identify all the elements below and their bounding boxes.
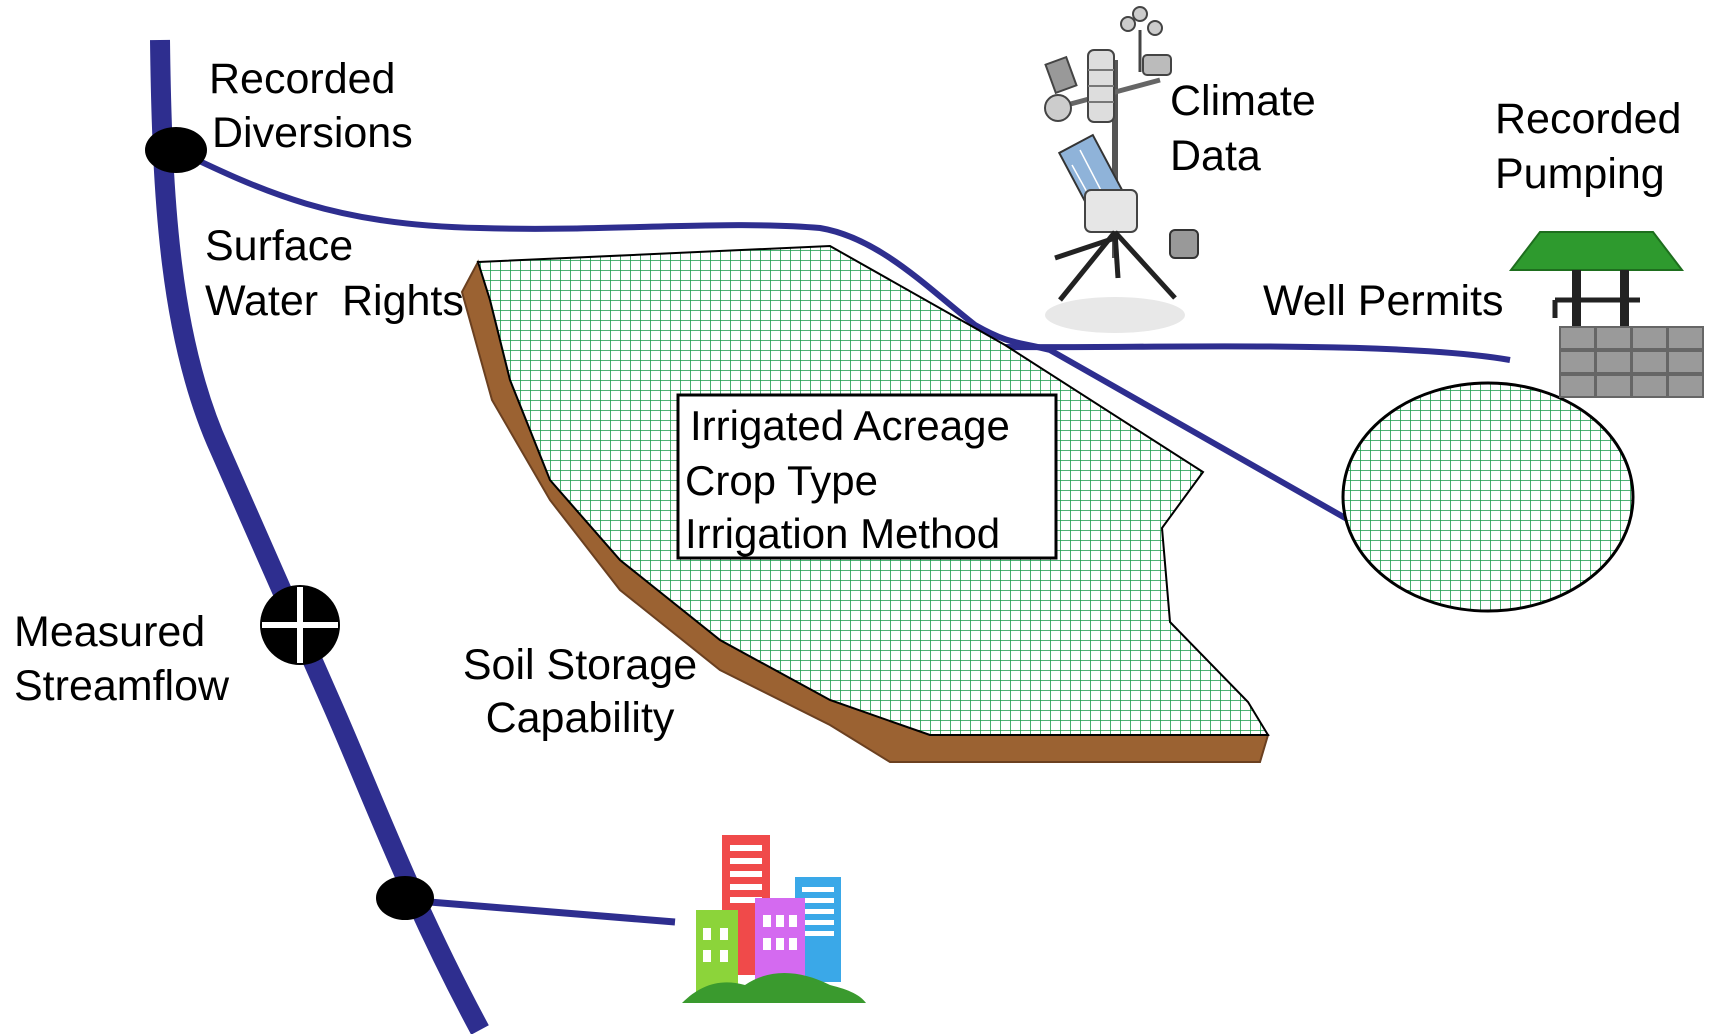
streamflow-gauge-icon bbox=[260, 585, 340, 665]
soil-storage-label-2: Capability bbox=[486, 694, 675, 742]
municipal-branch bbox=[404, 896, 676, 926]
climate-data-label-2: Data bbox=[1170, 132, 1261, 180]
measured-streamflow-label-1: Measured bbox=[14, 608, 205, 656]
diversion-canal bbox=[170, 145, 1465, 588]
main-river bbox=[150, 39, 489, 1034]
well-icon bbox=[1508, 231, 1704, 398]
soil-storage-label-1: Soil Storage bbox=[463, 641, 697, 689]
field-info-box bbox=[676, 393, 1058, 560]
field-info-line-1: Irrigated Acreage bbox=[690, 402, 1010, 449]
center-pivot-field bbox=[1341, 381, 1635, 613]
recorded-diversions-label-1: Recorded bbox=[209, 55, 395, 103]
climate-data-label-1: Climate bbox=[1170, 77, 1316, 125]
surface-water-rights-label-2: Water Rights bbox=[205, 277, 464, 325]
field-info-line-2: Crop Type bbox=[685, 457, 878, 504]
municipal-diversion-node bbox=[376, 876, 434, 920]
field-info-line-3: Irrigation Method bbox=[685, 510, 1000, 557]
city-buildings-icon bbox=[682, 835, 866, 1003]
recorded-pumping-label-1: Recorded bbox=[1495, 95, 1681, 143]
recorded-diversion-node bbox=[145, 127, 207, 173]
recorded-diversions-label-2: Diversions bbox=[212, 109, 413, 157]
surface-water-rights-label-1: Surface bbox=[205, 222, 353, 270]
weather-station-icon bbox=[1044, 6, 1199, 333]
measured-streamflow-label-2: Streamflow bbox=[14, 662, 230, 710]
well-permits-label: Well Permits bbox=[1263, 277, 1504, 325]
recorded-pumping-label-2: Pumping bbox=[1495, 150, 1665, 198]
well-permit-line bbox=[1004, 343, 1511, 363]
